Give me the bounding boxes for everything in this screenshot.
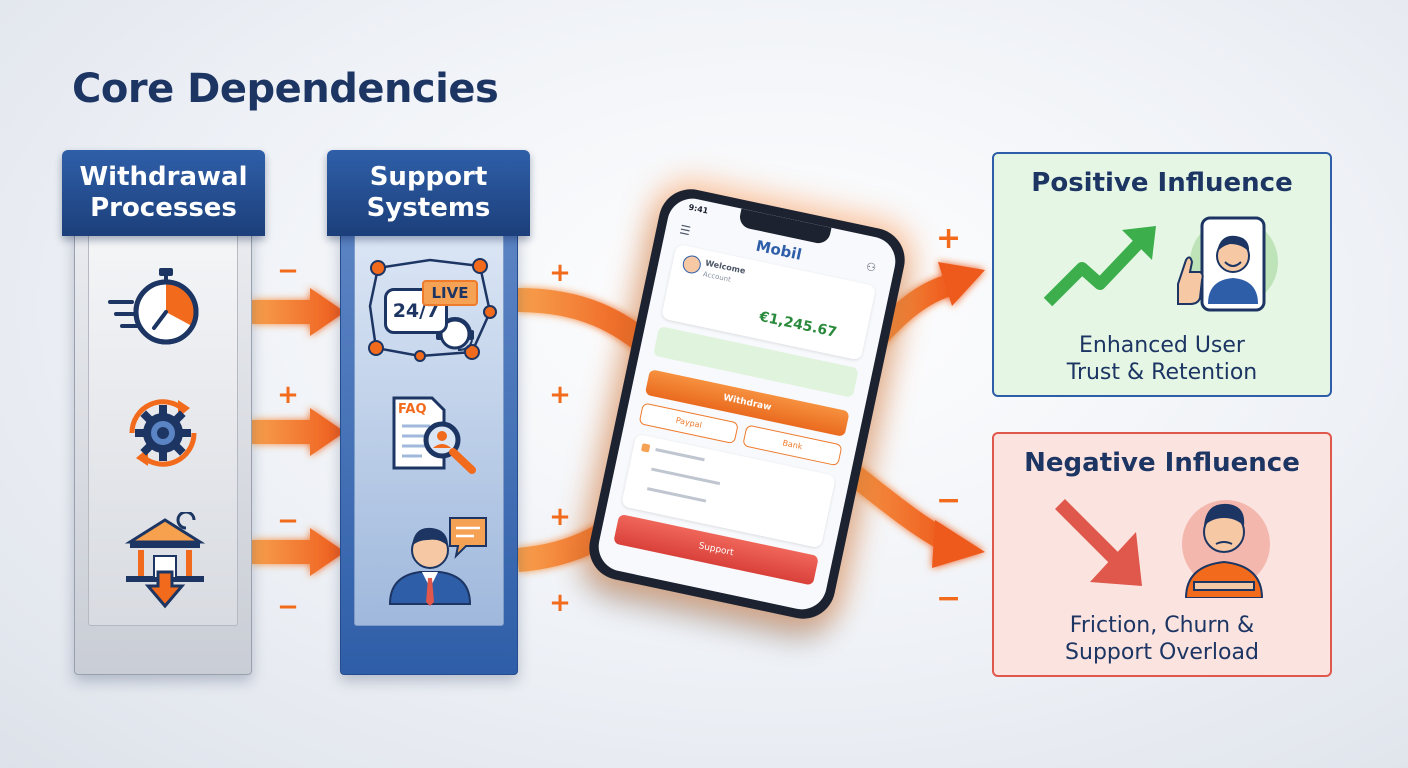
badge-live: LIVE — [422, 280, 478, 306]
sign-row1-left: − — [277, 256, 299, 286]
phone-time: 9:41 — [687, 202, 710, 216]
sign-row3-right-bottom: + — [549, 588, 571, 618]
menu-icon[interactable]: ☰ — [678, 222, 692, 239]
withdrawal-title-line1: Withdrawal — [79, 162, 248, 192]
page-title: Core Dependencies — [72, 66, 499, 112]
positive-influence-desc-line2: Trust & Retention — [1066, 360, 1258, 385]
live-support-network-icon: 24/7 LIVE — [360, 252, 500, 364]
positive-influence-title: Positive Influence — [1031, 168, 1293, 198]
sign-row1-right: + — [549, 258, 571, 288]
network-icon — [368, 258, 497, 362]
history-line — [655, 448, 705, 462]
user-avatar — [681, 253, 703, 276]
support-agent-icon — [388, 517, 487, 606]
history-line — [651, 467, 721, 486]
document-magnifier-icon — [392, 396, 476, 474]
history-icon — [640, 443, 651, 453]
sign-row2-left: + — [277, 380, 299, 410]
support-systems-header: Support Systems — [327, 150, 530, 236]
arrow-withdrawal-to-support-1 — [252, 288, 345, 336]
positive-influence-desc-line1: Enhanced User — [1079, 333, 1245, 358]
frustrated-user-icon — [1182, 500, 1270, 598]
trend-down-icon — [1055, 499, 1142, 586]
bank-withdraw-icon — [124, 512, 206, 609]
withdrawal-title-line2: Processes — [90, 193, 237, 223]
sign-negative: − — [936, 483, 962, 518]
profile-icon[interactable]: ⚇ — [864, 259, 878, 275]
phone-balance: €1,245.67 — [757, 308, 839, 341]
negative-influence-desc-line1: Friction, Churn & — [1069, 613, 1255, 638]
withdrawal-processes-header: Withdrawal Processes — [62, 150, 265, 236]
sign-row3-left-top: − — [277, 506, 299, 536]
sign-positive: + — [936, 221, 962, 256]
support-title-line1: Support — [369, 162, 488, 192]
sign-row3-right-top: + — [549, 502, 571, 532]
happy-user-icon — [1177, 216, 1278, 312]
support-title-line2: Systems — [366, 193, 491, 223]
faq-label: FAQ — [398, 402, 427, 417]
arrow-withdrawal-to-support-2 — [252, 408, 345, 456]
trend-up-icon — [1043, 226, 1156, 307]
stopwatch-icon — [108, 268, 199, 345]
negative-influence-desc-line2: Support Overload — [1065, 640, 1259, 665]
negative-influence-box: Negative Influence Friction, Churn & Sup… — [992, 432, 1332, 677]
history-line — [646, 487, 707, 503]
sign-row2-right: + — [549, 380, 571, 410]
gear-cycle-icon — [129, 399, 197, 467]
arrow-withdrawal-to-support-3 — [252, 528, 345, 576]
sign-row3-left-bottom: − — [277, 592, 299, 622]
sign-negative-2: − — [936, 581, 962, 616]
phone-app-name: Mobil — [754, 236, 804, 264]
positive-influence-box: Positive Influence Enhanced User Trust &… — [992, 152, 1332, 397]
faq-search-icon: FAQ — [386, 392, 482, 478]
negative-influence-title: Negative Influence — [1024, 448, 1300, 478]
